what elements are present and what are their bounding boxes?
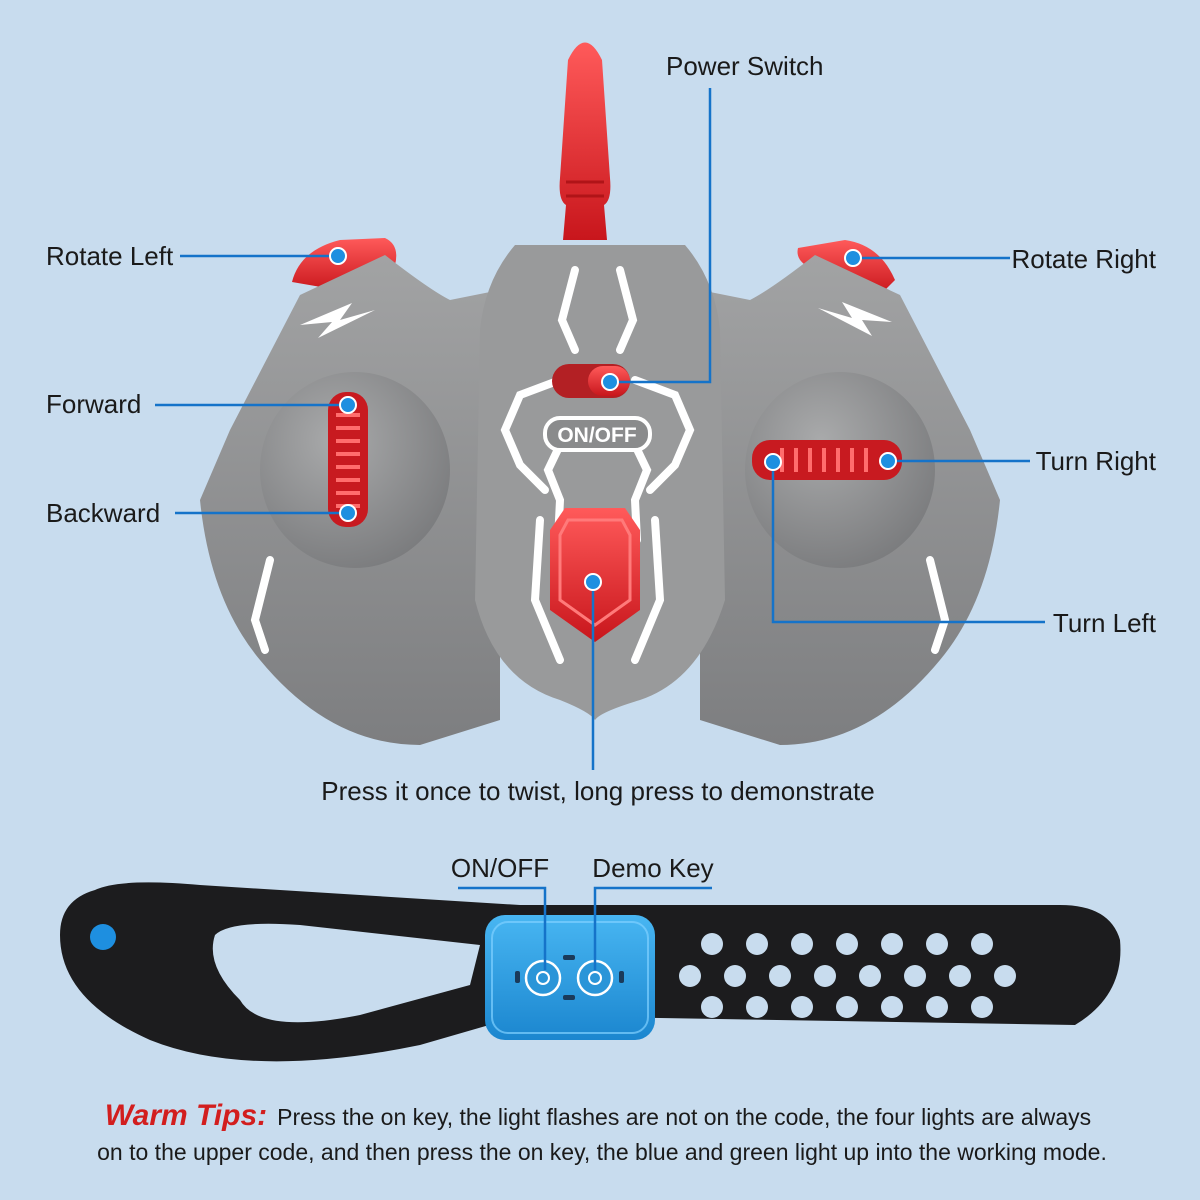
strap-loop-cutout: [212, 923, 480, 1023]
strap-holes: [679, 933, 1016, 1018]
tips-line-2: on to the upper code, and then press the…: [97, 1139, 1107, 1165]
wristband-onoff-key[interactable]: [524, 959, 562, 997]
center-body: [475, 245, 725, 720]
wristband: [60, 882, 1121, 1062]
onoff-badge: [543, 416, 652, 452]
remote-controller: ON/OFF: [200, 42, 1000, 745]
tips-label: Warm Tips:: [105, 1099, 267, 1132]
callout-backward: Backward: [46, 498, 160, 528]
callout-rotate-right: Rotate Right: [1011, 244, 1156, 274]
callout-power-switch: Power Switch: [666, 51, 824, 81]
lightning-icon: [818, 302, 892, 336]
indicator-light: [619, 971, 624, 983]
indicator-light: [515, 971, 520, 983]
strap-stud: [90, 924, 116, 950]
antenna: [559, 42, 611, 240]
tips-text-1: Press the on key, the light flashes are …: [277, 1104, 1091, 1130]
tips-line-1: Warm Tips: Press the on key, the light fl…: [105, 1099, 1091, 1132]
wristband-module: [485, 915, 655, 1040]
indicator-light: [563, 955, 575, 960]
indicator-light: [563, 995, 575, 1000]
callout-dots: [329, 247, 897, 591]
callout-wristband-onoff: ON/OFF: [451, 853, 549, 883]
callout-center-button: Press it once to twist, long press to de…: [321, 776, 874, 806]
callout-forward: Forward: [46, 389, 141, 419]
callout-demo-key: Demo Key: [592, 853, 713, 883]
callout-turn-right: Turn Right: [1036, 446, 1157, 476]
onoff-badge-label: ON/OFF: [557, 424, 636, 447]
callout-rotate-left: Rotate Left: [46, 241, 174, 271]
callout-lines: [155, 88, 1045, 770]
lightning-icon: [300, 303, 375, 338]
callout-turn-left: Turn Left: [1053, 608, 1157, 638]
